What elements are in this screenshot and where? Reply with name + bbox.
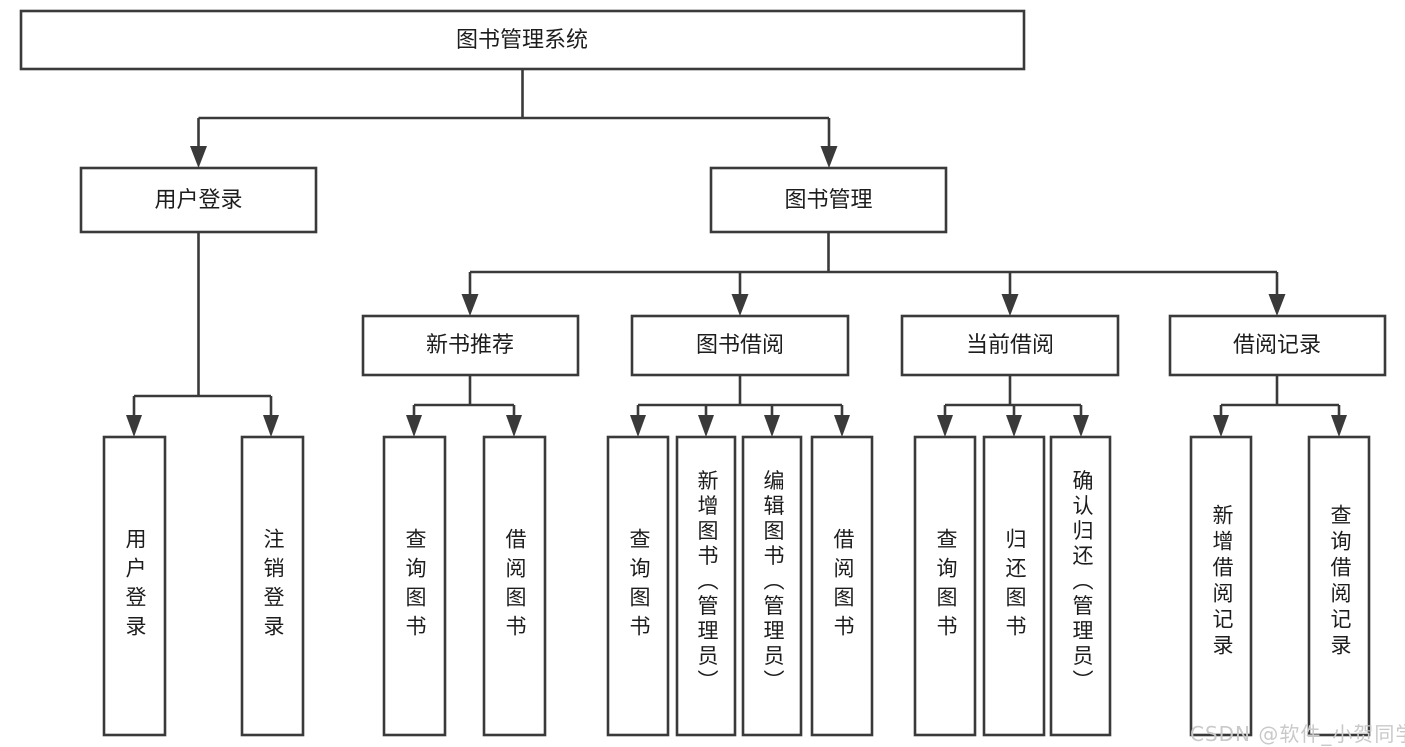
leaf-logout-label: 注销登录 [261, 528, 285, 644]
node-new-book-recommend[interactable]: 新书推荐 [361, 314, 580, 377]
node-book-management-box [709, 166, 948, 234]
leaf-user-login-action-label: 用户登录 [123, 528, 147, 644]
leaf-new-book-query-label: 查询图书 [403, 528, 427, 644]
arrow-head-leaf-current-borrow-1 [937, 415, 953, 437]
node-borrow-record-box [1168, 314, 1387, 377]
arrow-head-leaf-user-login-2 [263, 415, 279, 437]
leaf-node-add-book-admin[interactable]: 新增图书（管理员） [675, 435, 737, 737]
leaf-node-add-borrow-record[interactable]: 新增借阅记录 [1189, 435, 1253, 737]
node-new-book-recommend-box [361, 314, 580, 377]
arrow-head-leaf-new-book-2 [506, 415, 522, 437]
connectors-book-management-to-level3 [461, 232, 1286, 316]
arrow-head-new-book [461, 294, 479, 316]
leaf-logout-box [240, 435, 305, 737]
connectors-current-borrow-to-leaves [937, 375, 1089, 437]
leaf-return-book-label: 归还图书 [1003, 528, 1027, 644]
arrow-head-leaf-new-book-1 [406, 415, 422, 437]
arrow-head-leaf-current-borrow-3 [1073, 415, 1089, 437]
leaf-confirm-return-admin-label: 确认归还（管理员） [1070, 470, 1094, 695]
node-borrow-record[interactable]: 借阅记录 [1168, 314, 1387, 377]
arrow-head-borrow-record [1268, 294, 1286, 316]
node-borrow-record-label: 借阅记录 [1233, 333, 1321, 358]
leaf-node-borrow-query-book[interactable]: 查询图书 [606, 435, 670, 737]
leaf-add-book-admin-label: 新增图书（管理员） [695, 470, 719, 695]
leaf-edit-book-admin-label: 编辑图书（管理员） [761, 470, 785, 695]
leaf-node-edit-book-admin[interactable]: 编辑图书（管理员） [741, 435, 803, 737]
arrow-head-current-borrow [1001, 294, 1019, 316]
arrow-head-leaf-user-login-1 [126, 415, 142, 437]
arrow-head-leaf-book-borrow-3 [764, 415, 780, 437]
leaf-new-book-borrow-box [482, 435, 547, 737]
leaf-node-borrow-book[interactable]: 借阅图书 [810, 435, 874, 737]
node-book-management-label: 图书管理 [784, 188, 872, 213]
leaf-borrow-book-box [810, 435, 874, 737]
leaf-add-book-admin-box [675, 435, 737, 737]
leaf-user-login-action-box [102, 435, 167, 737]
node-user-login[interactable]: 用户登录 [79, 166, 318, 234]
leaf-borrow-query-book-box [606, 435, 670, 737]
connectors-root-to-level2 [190, 69, 838, 168]
leaf-confirm-return-admin-box [1049, 435, 1112, 737]
connectors-book-borrow-to-leaves [630, 375, 850, 437]
arrow-head-leaf-book-borrow-2 [698, 415, 714, 437]
connectors-user-login-to-leaves [126, 232, 279, 437]
node-current-borrow-box [900, 314, 1120, 377]
node-root-box [19, 9, 1026, 71]
leaf-add-borrow-record-box [1189, 435, 1253, 737]
leaf-query-borrow-record-label: 查询借阅记录 [1328, 504, 1352, 660]
arrow-head-book-borrow [731, 294, 749, 316]
leaf-return-book-box [982, 435, 1046, 737]
node-current-borrow-label: 当前借阅 [966, 333, 1054, 358]
arrow-head-leaf-borrow-record-2 [1331, 415, 1347, 437]
connectors-new-book-to-leaves [406, 375, 522, 437]
leaf-node-new-book-query[interactable]: 查询图书 [382, 435, 447, 737]
node-current-borrow[interactable]: 当前借阅 [900, 314, 1120, 377]
leaf-node-return-book[interactable]: 归还图书 [982, 435, 1046, 737]
leaf-node-query-borrow-record[interactable]: 查询借阅记录 [1307, 435, 1371, 737]
node-user-login-label: 用户登录 [154, 188, 242, 213]
leaf-node-current-query-book[interactable]: 查询图书 [913, 435, 977, 737]
node-book-borrow-label: 图书借阅 [696, 333, 784, 358]
arrow-head-leaf-book-borrow-1 [630, 415, 646, 437]
leaf-current-query-book-label: 查询图书 [934, 528, 958, 644]
leaf-borrow-book-label: 借阅图书 [831, 528, 855, 644]
arrow-head-leaf-current-borrow-2 [1006, 415, 1022, 437]
leaf-current-query-book-box [913, 435, 977, 737]
node-root-label: 图书管理系统 [456, 28, 588, 53]
leaf-new-book-query-box [382, 435, 447, 737]
arrow-head-book-manage [820, 146, 838, 168]
leaf-borrow-query-book-label: 查询图书 [627, 528, 651, 644]
leaf-edit-book-admin-box [741, 435, 803, 737]
node-book-borrow[interactable]: 图书借阅 [630, 314, 850, 377]
leaf-node-logout[interactable]: 注销登录 [240, 435, 305, 737]
node-new-book-recommend-label: 新书推荐 [426, 333, 514, 358]
arrow-head-leaf-borrow-record-1 [1213, 415, 1229, 437]
leaf-node-user-login-action[interactable]: 用户登录 [102, 435, 167, 737]
leaf-node-confirm-return-admin[interactable]: 确认归还（管理员） [1049, 435, 1112, 737]
leaf-add-borrow-record-label: 新增借阅记录 [1210, 504, 1234, 660]
leaf-query-borrow-record-box [1307, 435, 1371, 737]
node-root-book-management-system[interactable]: 图书管理系统 [19, 9, 1026, 71]
connectors-borrow-record-to-leaves [1213, 375, 1347, 437]
leaf-new-book-borrow-label: 借阅图书 [503, 528, 527, 644]
arrow-head-user-login [190, 146, 207, 168]
node-book-borrow-box [630, 314, 850, 377]
node-book-management[interactable]: 图书管理 [709, 166, 948, 234]
leaf-node-new-book-borrow[interactable]: 借阅图书 [482, 435, 547, 737]
arrow-head-leaf-book-borrow-4 [834, 415, 850, 437]
csdn-watermark: CSDN @软件_小贺同学 [1190, 722, 1405, 746]
